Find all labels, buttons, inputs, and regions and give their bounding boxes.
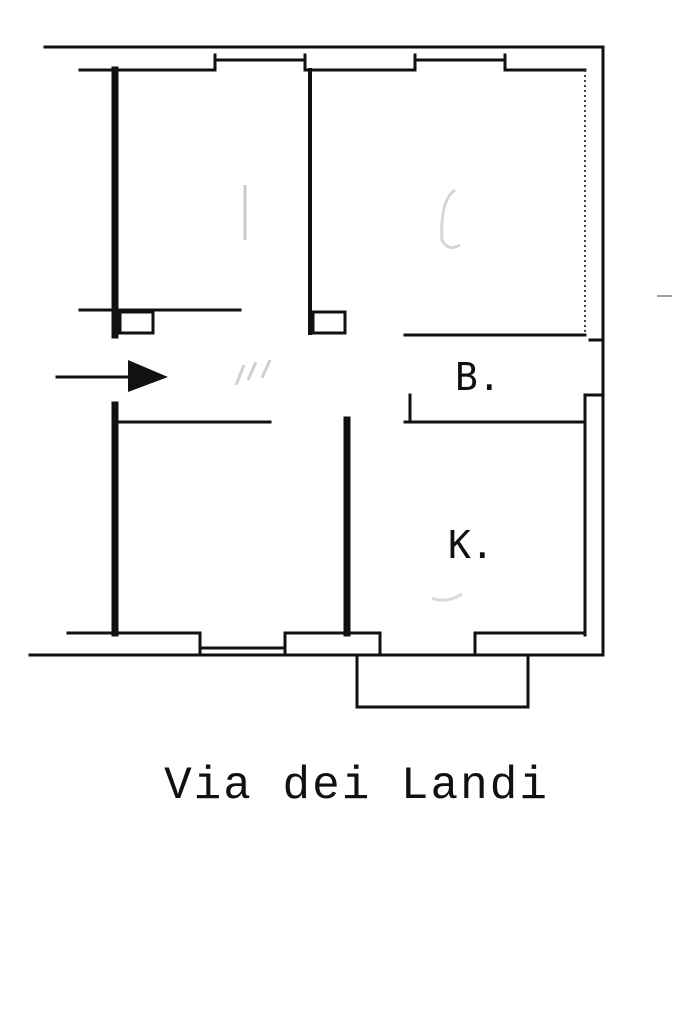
kitchen-label: K.: [448, 523, 494, 567]
faint-stroke: [234, 359, 272, 386]
faint-stroke: [440, 188, 461, 250]
interior-walls: [78, 66, 587, 637]
door-stub-left: [118, 310, 155, 335]
door-stub-right: [311, 310, 347, 335]
bathroom-label: B.: [455, 355, 501, 399]
faint-stroke: [431, 592, 463, 602]
arrow-head: [128, 360, 168, 392]
arrow-right-icon: [55, 360, 168, 392]
street-name: Via dei Landi: [164, 760, 549, 812]
outer-walls: [28, 45, 605, 657]
faint-marks: [234, 185, 672, 602]
balcony: [355, 653, 530, 709]
